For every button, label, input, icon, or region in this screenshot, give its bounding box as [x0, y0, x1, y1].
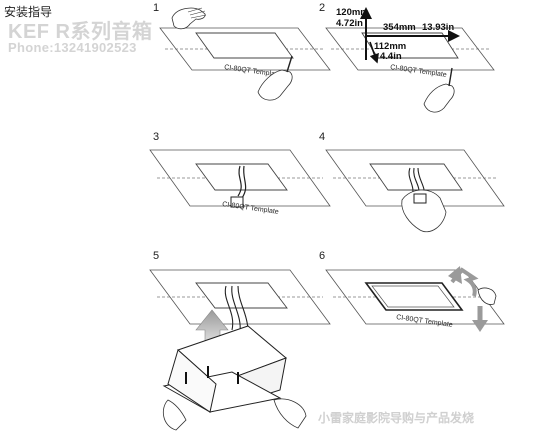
cutout-outline — [195, 163, 288, 191]
step-2-panel: 120mm 4.72in 354mm 13.93in 112mm 4.4in C… — [325, 7, 495, 113]
step-number-1: 1 — [153, 2, 160, 14]
watermark-brand: KEF R系列音箱 — [8, 21, 153, 43]
step-number-4: 4 — [319, 131, 326, 143]
installed-grille — [371, 285, 455, 308]
step-number-3: 3 — [153, 131, 160, 143]
hands-connecting-icon — [401, 189, 447, 233]
left-hand-icon — [162, 399, 187, 431]
connector-plug-icon — [413, 193, 427, 204]
pencil-icon — [286, 55, 293, 73]
step-5-panel — [149, 269, 331, 431]
rotate-arrow-head-icon — [448, 266, 462, 284]
step-1-panel: CI-80QT Template — [159, 7, 331, 101]
height-in-label: 4.72in — [336, 18, 363, 29]
speaker-cable — [237, 165, 247, 199]
height-mm-label: 120mm — [336, 7, 369, 18]
width-in-label: 13.93in — [422, 22, 454, 33]
depth-mm-label: 112mm — [374, 41, 406, 52]
width-mm-label: 354mm — [383, 22, 416, 33]
step-number-6: 6 — [319, 250, 326, 262]
depth-in-label: 4.4in — [380, 51, 402, 62]
right-hand-icon — [273, 398, 307, 429]
step-number-2: 2 — [319, 2, 326, 14]
connector-plug-icon — [230, 196, 244, 208]
depth-arrow — [369, 41, 379, 64]
cutout-outline — [369, 163, 463, 191]
knife-icon — [448, 67, 453, 87]
step-6-panel: CI-80QT Template — [325, 266, 505, 332]
step-number-5: 5 — [153, 250, 160, 262]
footer-watermark: 小雷家庭影院导购与产品发烧 — [318, 411, 475, 425]
down-arrow-head-icon — [472, 320, 488, 332]
watermark-phone: Phone:13241902523 — [8, 40, 137, 55]
template-outline — [195, 32, 294, 59]
hand-with-pencil-icon — [257, 69, 293, 101]
page-title: 安装指导 — [4, 5, 53, 19]
hand-icon — [171, 7, 206, 30]
hand-icon — [477, 287, 497, 305]
hand-with-knife-icon — [423, 83, 455, 113]
cutout-outline — [195, 282, 288, 309]
speaker-box-front — [167, 349, 217, 413]
step-4-panel — [325, 149, 505, 233]
rotate-arrow-icon — [450, 267, 479, 297]
step-3-panel: CI-80QT Template — [149, 149, 331, 216]
